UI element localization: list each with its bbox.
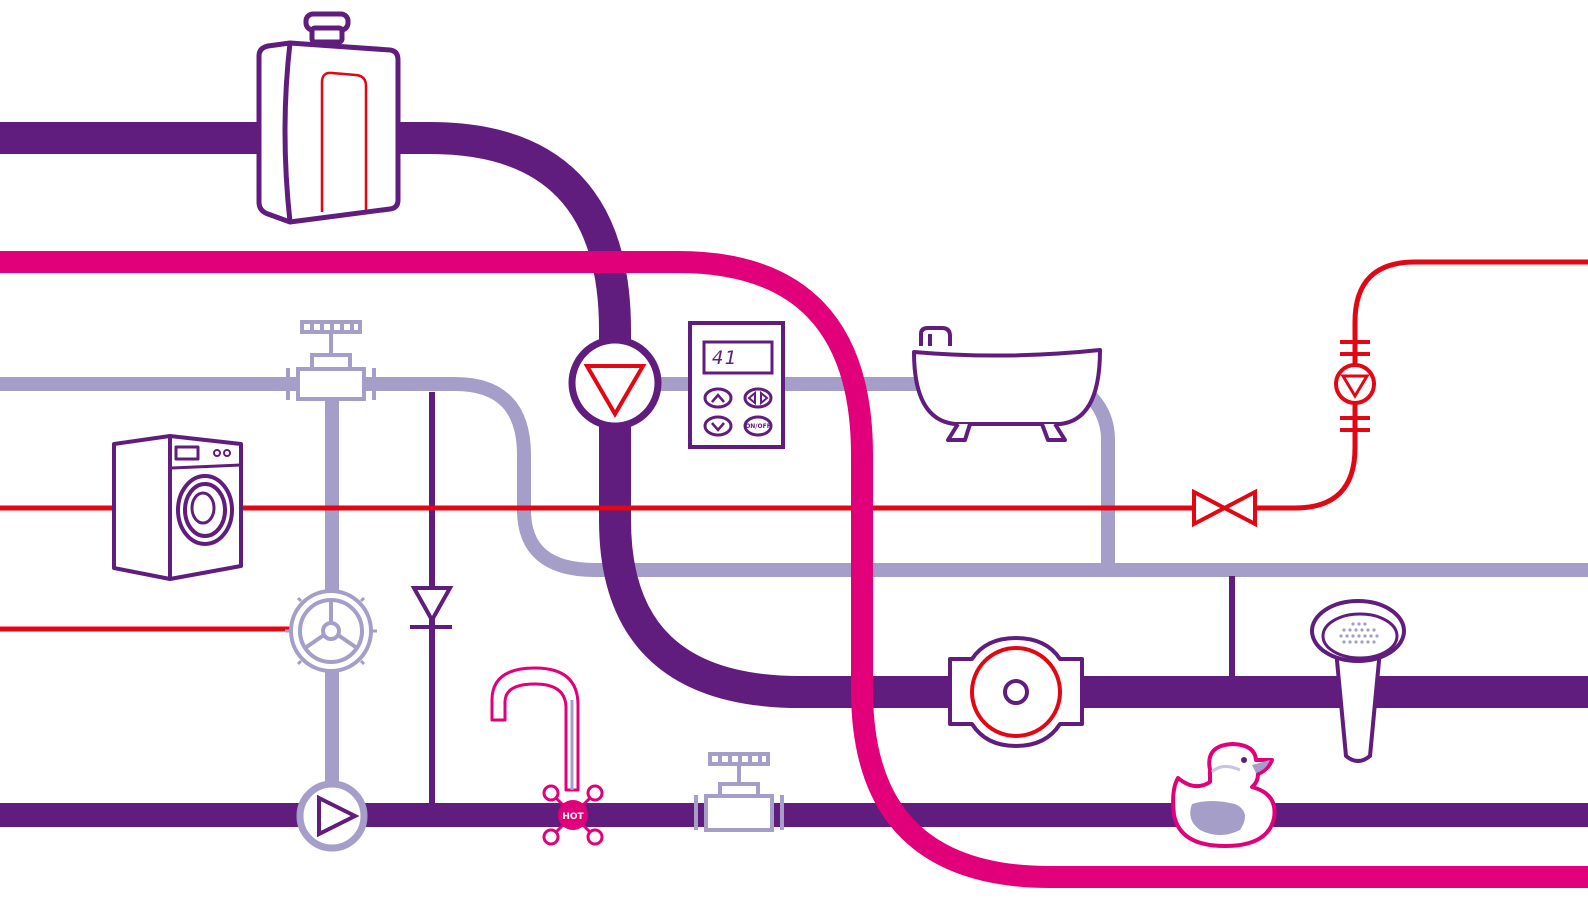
bathtub-icon xyxy=(912,326,1102,442)
on-off-label: ON/OFF xyxy=(745,422,771,430)
purple-main-pipe xyxy=(0,122,1588,708)
pump-icon xyxy=(296,780,368,852)
faucet-icon xyxy=(490,666,604,846)
red-pipe-riser xyxy=(1252,259,1588,511)
gate-valve-icon xyxy=(286,320,376,401)
shower-holes xyxy=(1339,622,1379,644)
gate-valve-bottom-icon xyxy=(694,752,784,832)
water-heater-icon xyxy=(256,11,401,225)
arrow-up-icon xyxy=(711,393,725,403)
lilac-pipe-upper xyxy=(0,377,1588,577)
controller-icon xyxy=(688,321,785,449)
red-inline-pump-icon xyxy=(1334,340,1376,432)
check-valve-icon xyxy=(410,586,454,629)
on-off-button: ON/OFF xyxy=(745,417,771,435)
washing-machine-icon xyxy=(112,434,243,581)
shower-head-icon xyxy=(1310,599,1406,763)
magenta-pipe xyxy=(0,251,1588,888)
arrow-down-icon xyxy=(711,422,725,432)
hot-label: HOT xyxy=(562,812,584,822)
arrow-left-right-icon xyxy=(747,390,769,406)
bowtie-valve-icon xyxy=(1192,488,1257,528)
inline-pump-icon xyxy=(568,336,662,430)
circulation-pump-icon xyxy=(948,636,1084,748)
handwheel-valve-icon xyxy=(285,585,377,677)
controller-display: 41 xyxy=(704,342,772,373)
controller-display-value: 41 xyxy=(712,346,737,369)
rubber-duck-icon xyxy=(1171,742,1277,848)
